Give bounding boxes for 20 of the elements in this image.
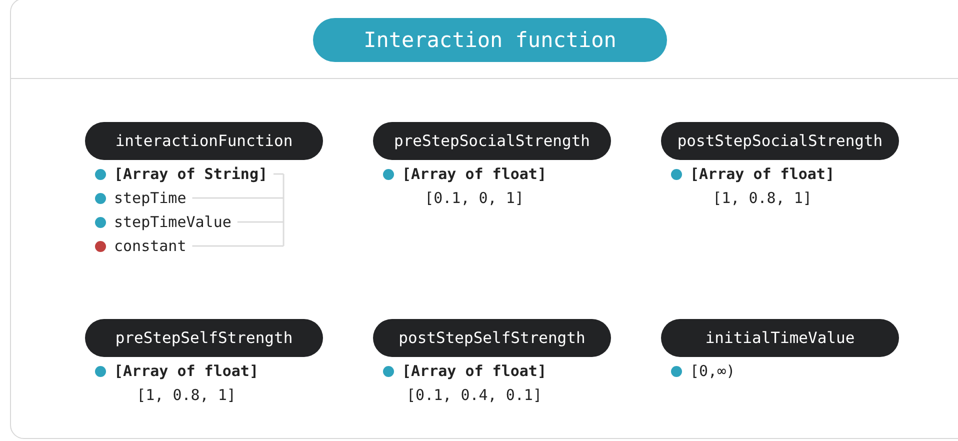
parameter-pill: preStepSelfStrength <box>85 319 323 357</box>
parameter-pill: interactionFunction <box>85 122 323 160</box>
value-range: [0.1, 0, 1] <box>424 188 524 208</box>
type-label: [Array of float] <box>114 361 258 381</box>
type-label: [Array of float] <box>402 361 546 381</box>
parameter-pill: initialTimeValue <box>661 319 899 357</box>
type-label: [Array of float] <box>690 164 834 184</box>
parameter-pill: postStepSelfStrength <box>373 319 611 357</box>
option-label: stepTimeValue <box>114 212 232 232</box>
option-label: [0,∞) <box>690 361 736 381</box>
value-range: [1, 0.8, 1] <box>712 188 812 208</box>
value-range: [0.1, 0.4, 0.1] <box>406 385 542 405</box>
type-label: [Array of String] <box>114 164 268 184</box>
parameter-pill: postStepSocialStrength <box>661 122 899 160</box>
parameter-pill: preStepSocialStrength <box>373 122 611 160</box>
title-pill: Interaction function <box>313 18 667 62</box>
option-label: stepTime <box>114 188 186 208</box>
type-label: [Array of float] <box>402 164 546 184</box>
value-range: [1, 0.8, 1] <box>136 385 236 405</box>
option-label: constant <box>114 236 186 256</box>
